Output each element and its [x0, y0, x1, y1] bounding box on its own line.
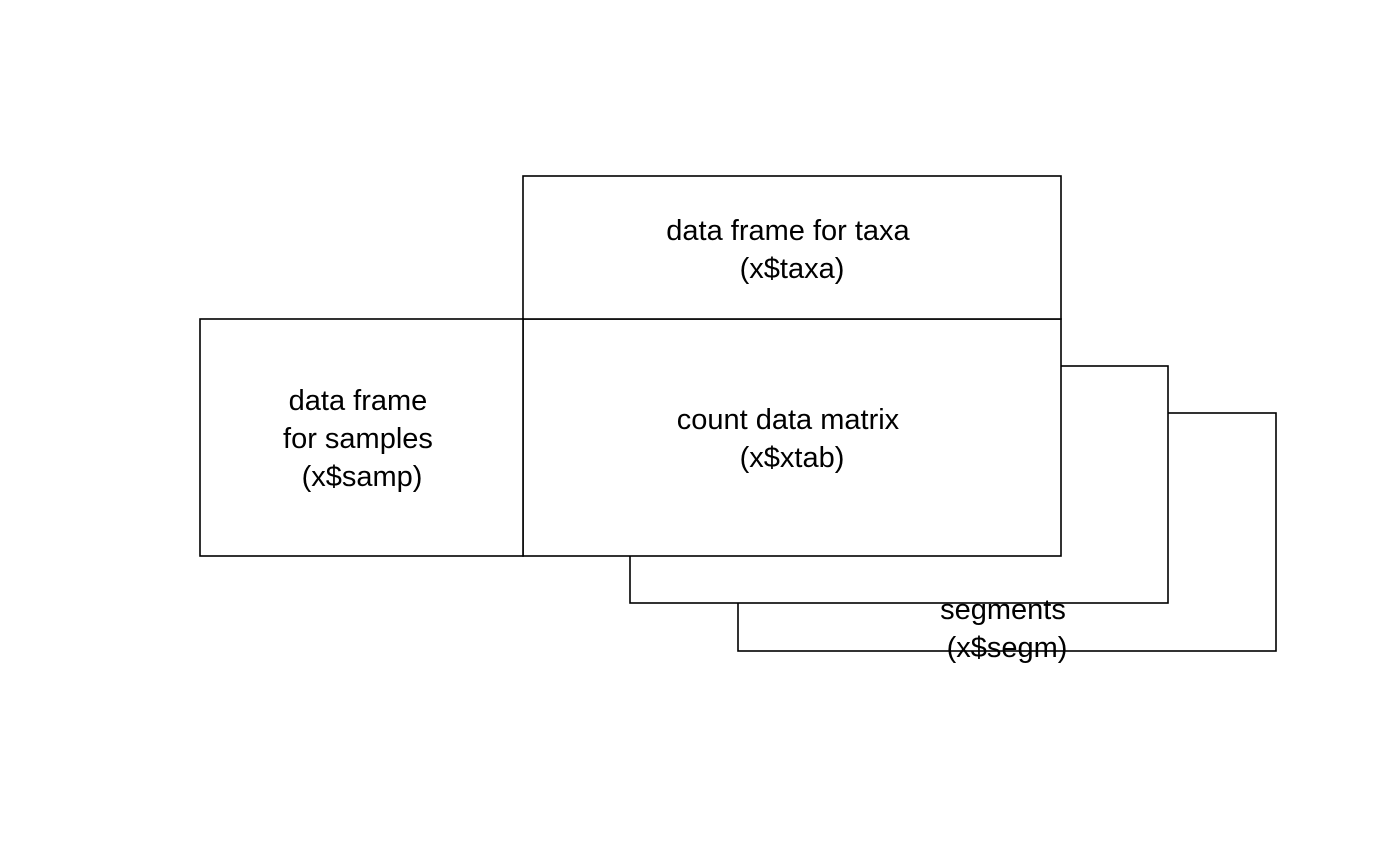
samples-frame-label: data frame for samples (x$samp) [283, 385, 441, 493]
taxa-frame-label: data frame for taxa (x$taxa) [666, 215, 917, 285]
segments-label-line1: segments [940, 594, 1066, 626]
segments-label: segments (x$segm) [940, 594, 1074, 664]
count-matrix-label: count data matrix (x$xtab) [677, 404, 908, 474]
count-matrix-box [522, 318, 1062, 557]
samples-frame-label-line3: (x$samp) [302, 461, 423, 493]
samples-frame-label-line1: data frame [289, 385, 428, 417]
segments-label-line2: (x$segm) [947, 632, 1068, 664]
taxa-frame-label-line1: data frame for taxa [666, 215, 910, 247]
samples-frame-box [199, 318, 524, 557]
taxa-frame-label-line2: (x$taxa) [740, 253, 845, 285]
taxa-frame-box [522, 175, 1062, 320]
samples-frame-label-line2: for samples [283, 423, 433, 455]
count-matrix-label-line1: count data matrix [677, 404, 900, 436]
count-matrix-label-line2: (x$xtab) [740, 442, 845, 474]
